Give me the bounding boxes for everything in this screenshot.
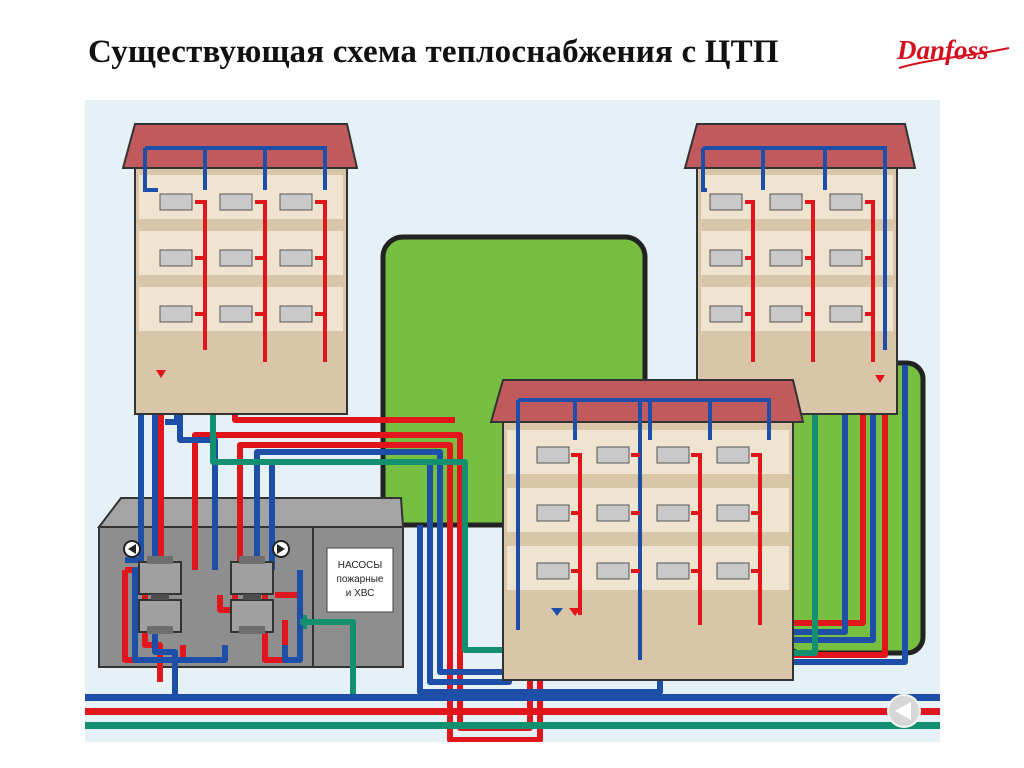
building-1-radiator bbox=[219, 305, 253, 323]
circulation-pump-icon bbox=[272, 540, 290, 558]
building-1 bbox=[121, 123, 359, 415]
building-3-radiator bbox=[656, 562, 690, 580]
building-1-radiator bbox=[279, 193, 313, 211]
building-3 bbox=[489, 379, 805, 681]
heat-exchanger-hot-water bbox=[230, 556, 274, 634]
danfoss-logo: Danfoss bbox=[896, 35, 1010, 69]
building-1-risers bbox=[143, 146, 327, 362]
pump-label-line-1: НАСОСЫ bbox=[338, 560, 383, 571]
building-2-radiator bbox=[829, 305, 863, 323]
building-3-risers bbox=[516, 398, 771, 660]
building-1-radiator bbox=[219, 249, 253, 267]
logo-text: Danfoss bbox=[896, 35, 989, 65]
circulation-pump-icon bbox=[123, 540, 141, 558]
slide-title: Существующая схема теплоснабжения с ЦТП bbox=[88, 34, 779, 70]
building-3-radiator bbox=[716, 446, 750, 464]
building-2-radiator bbox=[709, 193, 743, 211]
valve-icon bbox=[569, 608, 581, 616]
building-3-radiator bbox=[656, 446, 690, 464]
pump-label-box: НАСОСЫ пожарные и ХВС bbox=[326, 547, 394, 613]
building-1-radiator bbox=[219, 193, 253, 211]
building-3-radiator bbox=[536, 504, 570, 522]
main-supply-pipe bbox=[85, 708, 940, 715]
building-3-radiator bbox=[716, 562, 750, 580]
valve-icon bbox=[551, 608, 563, 616]
heating-scheme-diagram: НАСОСЫ пожарные и ХВС bbox=[85, 100, 940, 742]
building-2-radiator bbox=[769, 305, 803, 323]
building-2-radiator bbox=[829, 249, 863, 267]
logo-swoosh bbox=[898, 47, 1010, 69]
building-3-radiator bbox=[596, 562, 630, 580]
substation-roof bbox=[96, 497, 405, 528]
pump-label-line-3: и ХВС bbox=[346, 588, 375, 599]
building-1-radiator bbox=[159, 305, 193, 323]
building-2-radiator bbox=[769, 193, 803, 211]
building-3-radiator bbox=[536, 562, 570, 580]
building-2-radiator bbox=[769, 249, 803, 267]
next-slide-button[interactable] bbox=[887, 694, 921, 728]
heat-exchanger-heating bbox=[138, 556, 182, 634]
valve-icon bbox=[156, 370, 166, 378]
valve-icon bbox=[303, 615, 307, 629]
building-2-risers bbox=[701, 146, 887, 362]
building-2 bbox=[683, 123, 917, 415]
heat-exchangers bbox=[123, 540, 290, 634]
building-2-radiator bbox=[829, 193, 863, 211]
building-1-radiator bbox=[159, 193, 193, 211]
valves bbox=[156, 370, 885, 629]
main-pipes bbox=[85, 694, 940, 729]
building-1-radiator bbox=[159, 249, 193, 267]
building-3-radiator bbox=[656, 504, 690, 522]
building-1-radiator bbox=[279, 305, 313, 323]
building-2-radiator bbox=[709, 249, 743, 267]
valve-icon bbox=[875, 375, 885, 383]
pump-label-line-2: пожарные bbox=[337, 574, 384, 585]
main-return-pipe bbox=[85, 694, 940, 701]
building-3-radiator bbox=[596, 446, 630, 464]
building-2-radiator bbox=[709, 305, 743, 323]
building-1-radiator bbox=[279, 249, 313, 267]
building-3-radiator bbox=[716, 504, 750, 522]
main-cold-water-pipe bbox=[85, 722, 940, 729]
building-3-radiator bbox=[536, 446, 570, 464]
building-3-radiator bbox=[596, 504, 630, 522]
play-back-icon bbox=[895, 702, 911, 720]
